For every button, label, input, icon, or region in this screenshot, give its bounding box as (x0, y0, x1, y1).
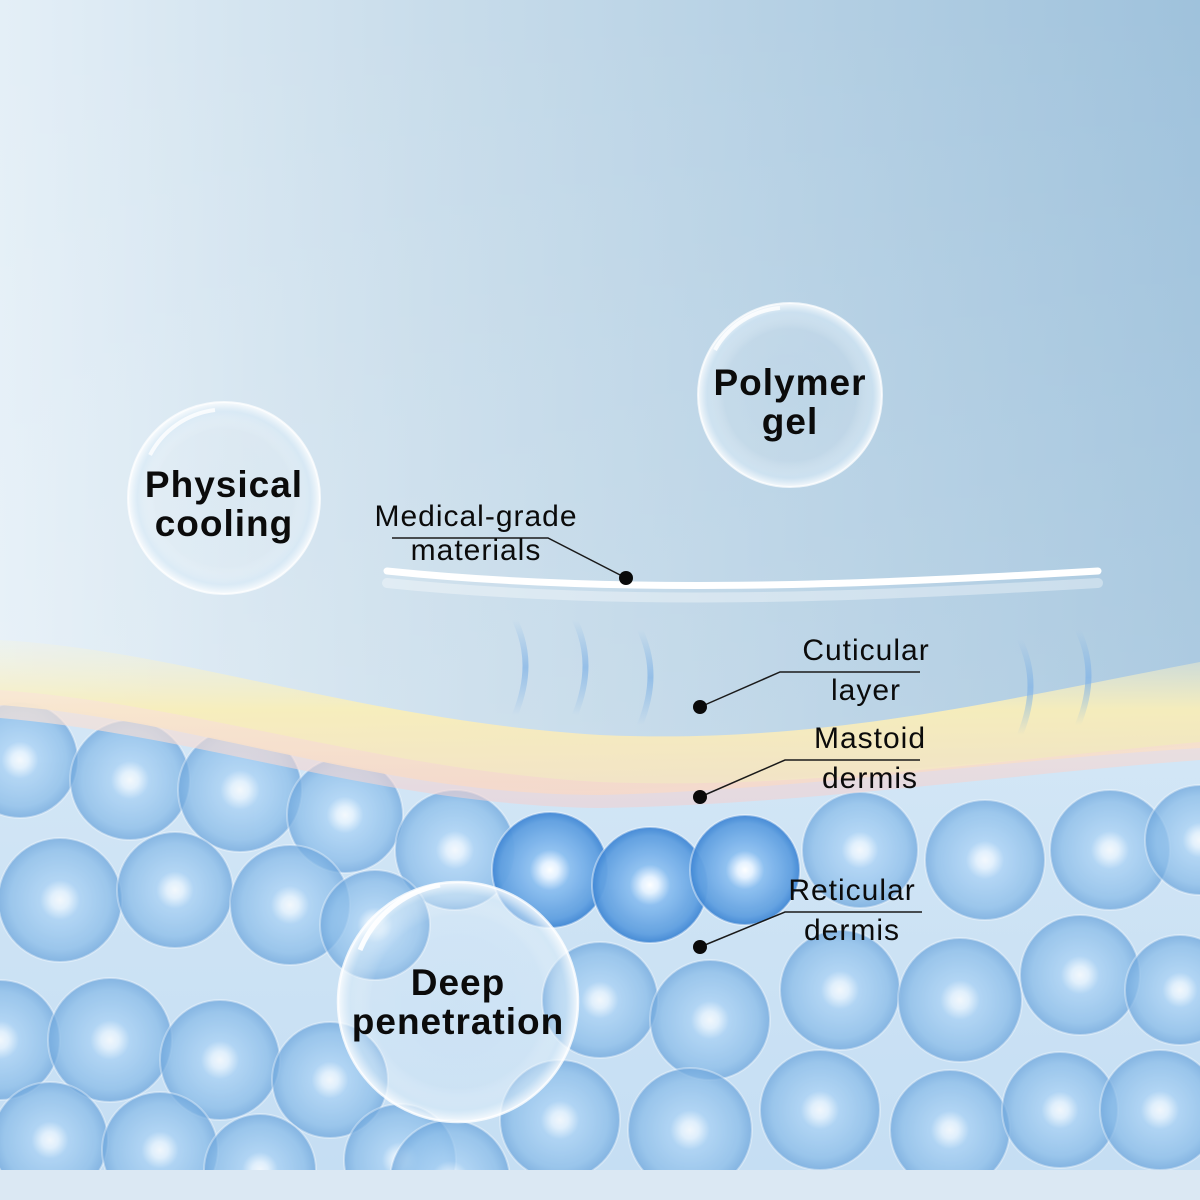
label-physical-cooling-line2: cooling (154, 503, 294, 544)
skin-cell (897, 937, 1023, 1063)
leader-mastoid-dermis (699, 759, 920, 798)
label-polymer-gel: Polymer gel (690, 364, 890, 440)
label-cuticular-layer-line2: layer (830, 674, 902, 707)
label-mastoid-dermis-line2: dermis (821, 762, 918, 795)
dot-mastoid-dermis (693, 790, 707, 804)
bubble-polymer-gel (697, 302, 883, 488)
cooling-wave (1017, 637, 1034, 738)
skin-cell (1124, 934, 1200, 1046)
label-medical-grade: Medical-grade materials (345, 502, 607, 566)
skin-cell (759, 1049, 881, 1170)
dot-cuticular-layer (693, 700, 707, 714)
skin-cell (779, 929, 901, 1051)
leader-cuticular-layer (699, 671, 920, 708)
leader-reticular-dermis (699, 911, 922, 948)
label-cuticular-layer: Cuticular layer (776, 636, 956, 706)
label-mastoid-dermis-line1: Mastoid (813, 722, 927, 755)
bubble-physical-cooling (127, 401, 321, 595)
label-physical-cooling-line1: Physical (144, 464, 304, 505)
cooling-wave (572, 617, 589, 718)
label-reticular-dermis: Reticular dermis (762, 876, 942, 946)
skin-cell (1099, 1049, 1200, 1170)
bubble-deep-penetration (336, 880, 580, 1124)
dot-medical-grade (619, 571, 633, 585)
cooling-wave (637, 627, 654, 728)
skin-cell (627, 1067, 753, 1170)
label-cuticular-layer-line1: Cuticular (802, 634, 930, 667)
label-medical-grade-line1: Medical-grade (374, 500, 578, 533)
cooling-wave (512, 617, 529, 718)
label-polymer-gel-line2: gel (761, 401, 819, 442)
skin-cell (1144, 784, 1200, 896)
skin-cell (924, 799, 1046, 921)
cooling-wave (1075, 627, 1092, 728)
label-deep-penetration-line2: penetration (351, 1001, 565, 1042)
dot-reticular-dermis (693, 940, 707, 954)
label-mastoid-dermis: Mastoid dermis (780, 724, 960, 794)
skin-cell (1019, 914, 1141, 1036)
label-deep-penetration-line1: Deep (410, 962, 506, 1003)
leader-medical-grade (392, 537, 627, 579)
skin-cell (649, 959, 771, 1081)
label-polymer-gel-line1: Polymer (713, 362, 867, 403)
skin-cell (0, 837, 123, 963)
label-medical-grade-line2: materials (410, 534, 542, 567)
label-reticular-dermis-line2: dermis (803, 914, 900, 947)
label-deep-penetration: Deep penetration (318, 964, 598, 1040)
skin-cell (689, 814, 801, 926)
skin-cell (203, 1113, 317, 1170)
label-physical-cooling: Physical cooling (124, 466, 324, 542)
skin-cell (116, 831, 234, 949)
label-reticular-dermis-line1: Reticular (788, 874, 916, 907)
skin-cell (591, 826, 709, 944)
